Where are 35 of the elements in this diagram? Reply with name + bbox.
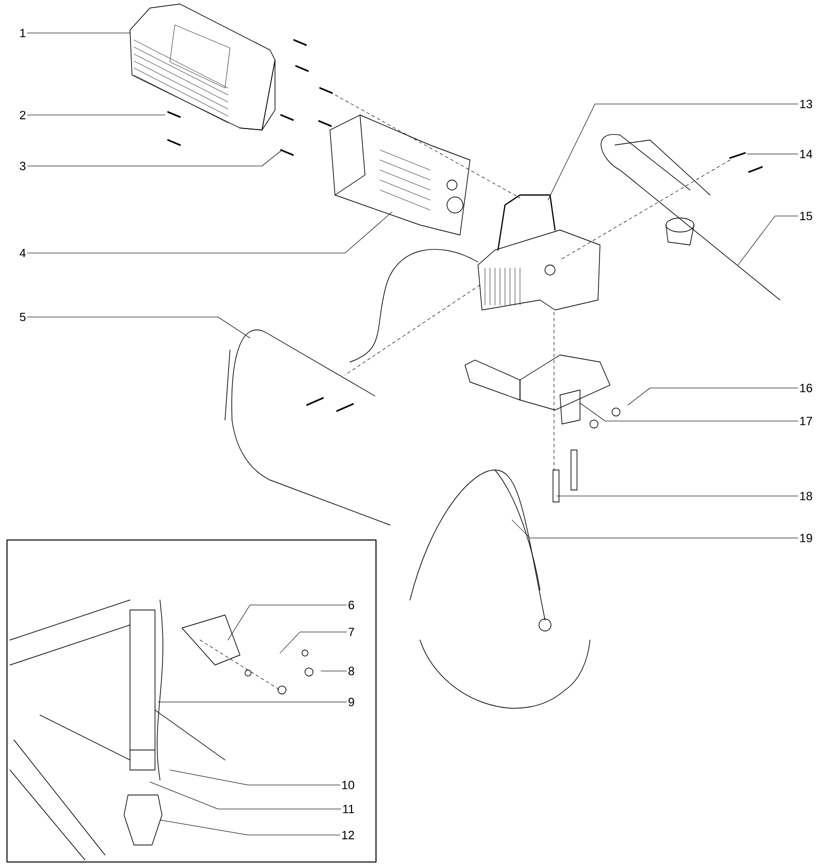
leader-line: [628, 388, 798, 406]
leader-line: [170, 770, 340, 786]
callout-number: 19: [800, 534, 812, 542]
callout-number: 14: [800, 150, 812, 158]
leader-line: [580, 402, 798, 422]
leader-line: [738, 216, 798, 266]
callout-number: 6: [348, 600, 354, 610]
leader-line: [27, 150, 282, 166]
callout-number: 7: [348, 628, 354, 636]
leader-line: [320, 670, 347, 672]
callout-number: 12: [342, 830, 354, 840]
callout-number: 2: [20, 110, 26, 120]
callout-number: 17: [800, 416, 812, 426]
leader-line: [27, 114, 166, 116]
leader-line: [27, 32, 130, 34]
leader-line: [27, 316, 250, 338]
leader-line: [512, 520, 798, 538]
callout-number: 5: [20, 312, 26, 322]
callout-number: 4: [20, 248, 26, 258]
callout-number: 1: [20, 28, 26, 38]
callout-number: 13: [800, 100, 812, 108]
leader-line: [228, 604, 347, 640]
callout-number: 3: [20, 162, 26, 170]
callout-number: 11: [343, 804, 354, 814]
callout-number: 9: [348, 698, 354, 706]
leader-line: [280, 632, 347, 654]
leader-line: [160, 820, 340, 836]
callout-number: 15: [800, 212, 812, 220]
callout-number: 8: [348, 666, 354, 676]
leader-line: [150, 782, 342, 810]
callout-number: 10: [342, 780, 354, 790]
leader-line: [27, 212, 392, 254]
leader-line: [548, 104, 798, 200]
callout-number: 16: [800, 384, 812, 392]
callout-number: 18: [800, 492, 812, 500]
